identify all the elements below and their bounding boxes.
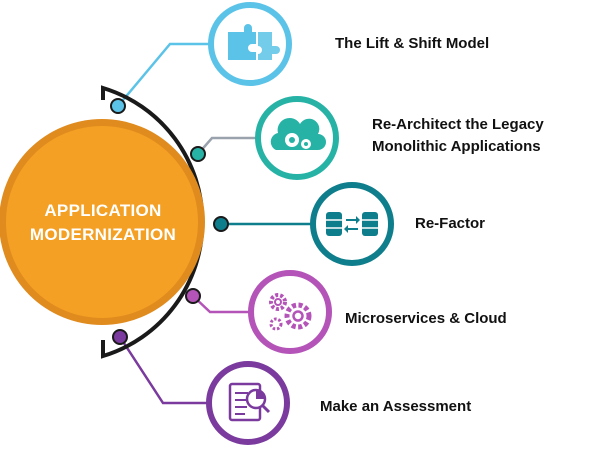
arc-dot-re-factor [213,216,229,232]
hub-circle [6,126,198,318]
arc-dot-microservices [185,288,201,304]
arc-dot-re-architect [190,146,206,162]
arc-dot-lift-shift [110,98,126,114]
label-microservices-text: Microservices & Cloud [345,310,507,327]
label-re-factor: Re-Factor [415,213,485,235]
label-re-factor-text: Re-Factor [415,215,486,232]
re-factor-node [310,182,394,266]
connector-microservices [192,295,255,314]
connector-assessment [118,336,207,405]
document-inspect-icon [228,382,271,422]
microservices-node [248,270,332,354]
database-sync-icon [326,212,378,236]
label-assessment-text: Make an Assessment [320,398,472,415]
hub-title-line1: APPLICATION [44,201,161,220]
label-microservices: Microservices & Cloud [345,308,507,330]
assessment-node [206,361,290,445]
connector-re-architect [197,136,262,155]
re-architect-node [255,96,339,180]
cloud-gears-icon [270,118,326,150]
label-lift-shift-text: The Lift & Shift Model [335,35,490,52]
label-re-architect-line1: Re-Architect the Legacy [372,116,544,133]
connector-lift-shift [117,42,215,107]
puzzle-icon [228,24,280,60]
label-re-architect: Re-Architect the Legacy Monolithic Appli… [372,114,544,158]
label-lift-shift: The Lift & Shift Model [335,33,489,55]
label-re-architect-line2: Monolithic Applications [372,138,541,155]
gears-icon [269,293,312,331]
lift-shift-node [208,2,292,86]
arc-dot-assessment [112,329,128,345]
hub-title-line2: MODERNIZATION [30,225,176,244]
label-assessment: Make an Assessment [320,396,471,418]
